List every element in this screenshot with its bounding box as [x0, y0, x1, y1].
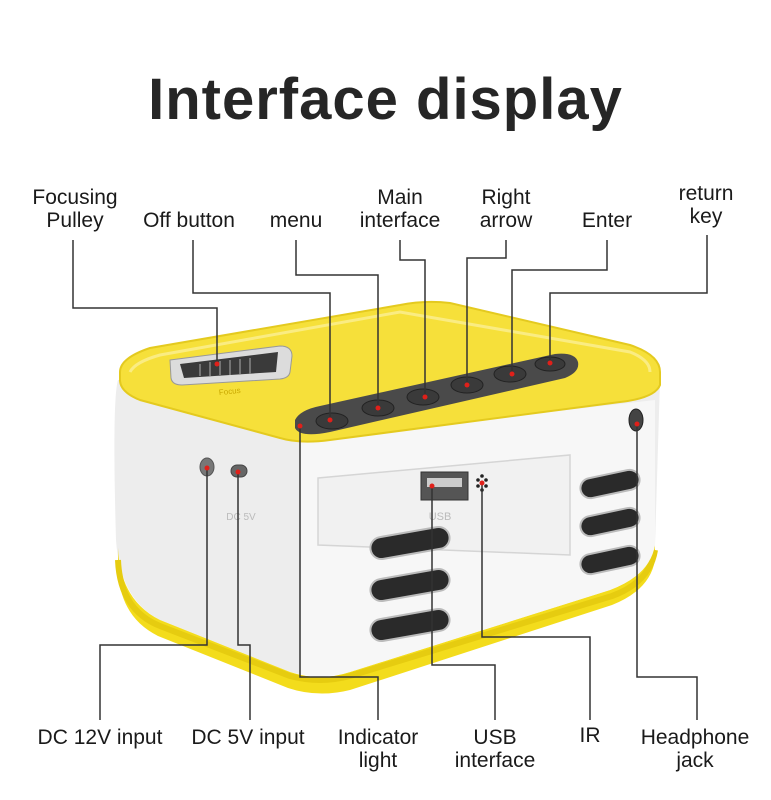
callout-line [72, 240, 218, 364]
projector-illustration: Focus DC 5V USB [114, 300, 661, 694]
callout-line [511, 240, 608, 374]
callout-markers [204, 360, 640, 489]
label-line: Right [481, 186, 531, 209]
callout-marker [204, 465, 210, 471]
page-title: Interface display [148, 67, 623, 132]
label-line: DC 12V input [37, 726, 163, 749]
callout-marker [634, 421, 640, 427]
callout-line [99, 468, 208, 720]
callout-marker [297, 423, 303, 429]
callout-line [466, 240, 507, 385]
callout-line [295, 240, 379, 408]
label-line: Enter [581, 209, 633, 232]
callout-line [431, 486, 496, 720]
label-line: arrow [479, 209, 533, 232]
label-line: return [678, 182, 734, 205]
dc5v-print: DC 5V [226, 512, 256, 523]
callout-line [481, 483, 591, 720]
focus-print: Focus [218, 386, 241, 397]
callout-line [192, 240, 331, 420]
bottom-label: DC 5V input [191, 726, 304, 749]
callout-marker [464, 382, 470, 388]
label-line: IR [579, 724, 601, 747]
top-label: Enter [582, 209, 632, 232]
label-line: menu [269, 209, 323, 232]
callout-line [237, 472, 251, 720]
callout-line [399, 240, 426, 397]
callout-marker [479, 480, 485, 486]
label-line: interface [359, 209, 441, 232]
label-line: light [358, 749, 398, 772]
ir-sensor [476, 474, 488, 492]
callout-marker [422, 394, 428, 400]
label-line: key [689, 205, 723, 228]
label-line: Headphone [640, 726, 750, 749]
label-line: Main [377, 186, 423, 209]
bottom-label: DC 12V input [38, 726, 163, 749]
top-label: menu [270, 209, 323, 232]
callout-line [299, 426, 379, 720]
label-line: Pulley [46, 209, 104, 232]
headphone-port [628, 408, 644, 432]
label-line: Focusing [32, 186, 118, 209]
label-line: USB [473, 726, 517, 749]
callout-marker [509, 371, 515, 377]
callout-line [636, 424, 698, 720]
callout-marker [429, 483, 435, 489]
vents [369, 468, 641, 643]
label-line: DC 5V input [191, 726, 305, 749]
callout-marker [327, 417, 333, 423]
label-line: Indicator [337, 726, 419, 749]
label-line: interface [454, 749, 536, 772]
top-label: Off button [143, 209, 235, 232]
callout-marker [375, 405, 381, 411]
callout-marker [214, 361, 220, 367]
usb-print: USB [429, 511, 452, 523]
label-line: Off button [143, 209, 235, 232]
callout-lines [72, 235, 708, 720]
callout-marker [547, 360, 553, 366]
callout-marker [235, 469, 241, 475]
bottom-label: IR [580, 724, 601, 747]
label-line: jack [676, 749, 714, 772]
callout-line [549, 235, 708, 363]
